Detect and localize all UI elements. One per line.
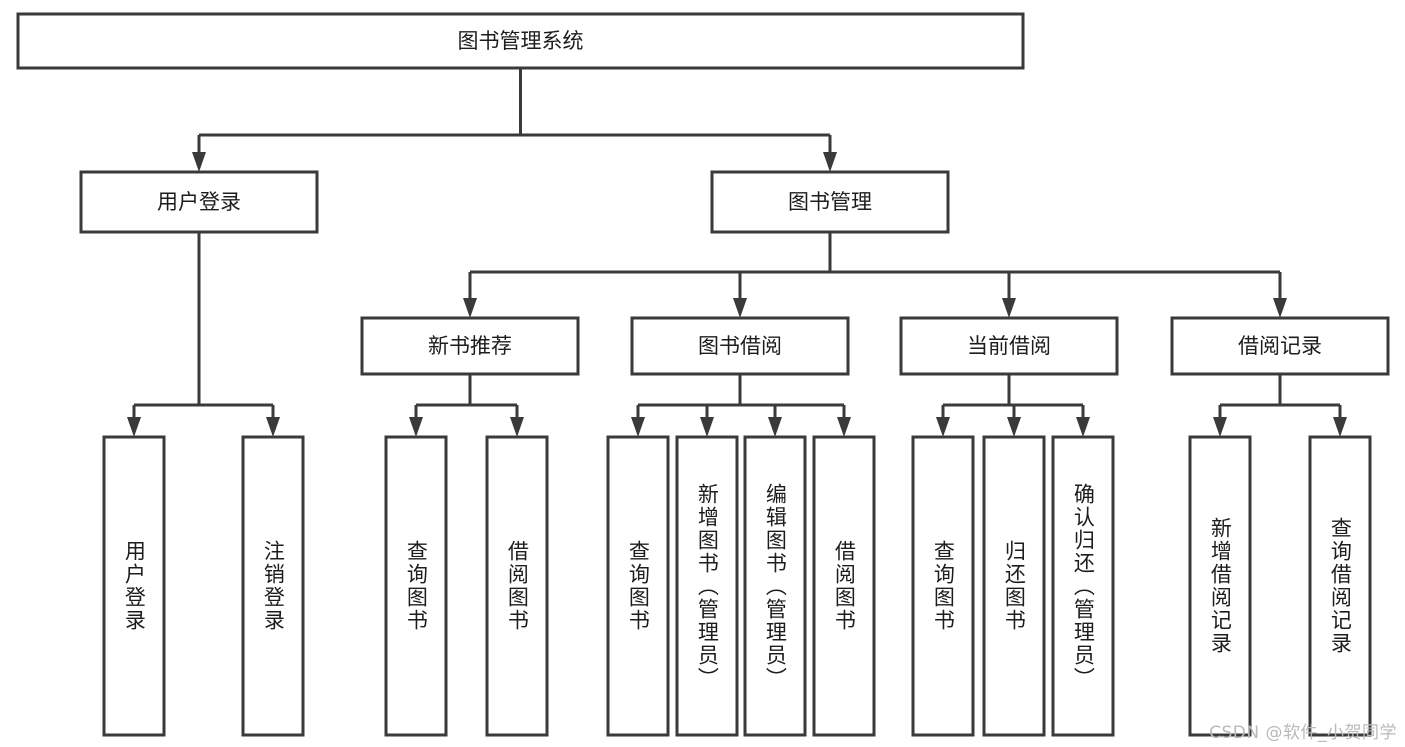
node-确认归还管理员-leaf-box[interactable] <box>1051 435 1115 737</box>
node-新书推荐-l3-label: 新书推荐 <box>428 334 512 358</box>
node-新增借阅记录-leaf-box[interactable] <box>1188 435 1252 737</box>
node-用户登录-l2-label: 用户登录 <box>157 190 241 214</box>
group-3-arrow-1 <box>1007 417 1021 437</box>
group-0-arrow-0 <box>127 417 141 437</box>
connectors-layer <box>127 68 1347 437</box>
bookmgmt-to-level3-arrow-3 <box>1273 298 1287 318</box>
node-新书推荐-l3-box[interactable] <box>360 316 580 376</box>
node-借阅记录-l3-label: 借阅记录 <box>1238 334 1322 358</box>
node-查询图书-leaf-box[interactable] <box>384 435 448 737</box>
group-2-arrow-3 <box>837 417 851 437</box>
node-借阅图书-leaf-box[interactable] <box>812 435 876 737</box>
root-to-level2-arrow-1 <box>823 152 837 172</box>
bookmgmt-to-level3-arrow-1 <box>733 298 747 318</box>
node-归还图书-leaf-box[interactable] <box>982 435 1046 737</box>
watermark-text: CSDN @软件_小贺同学 <box>1209 723 1397 743</box>
group-3-arrow-0 <box>936 417 950 437</box>
node-图书借阅-l3-box[interactable] <box>630 316 850 376</box>
group-1-arrow-0 <box>409 417 423 437</box>
node-图书借阅-l3-label: 图书借阅 <box>698 334 782 358</box>
group-1-arrow-1 <box>510 417 524 437</box>
node-注销登录-leaf-box[interactable] <box>241 435 305 737</box>
node-图书管理-l2-label: 图书管理 <box>788 190 872 214</box>
node-查询图书-leaf-box[interactable] <box>606 435 670 737</box>
node-新增图书管理员-leaf-box[interactable] <box>675 435 739 737</box>
node-用户登录-leaf-box[interactable] <box>102 435 166 737</box>
node-图书管理-l2-box[interactable] <box>710 170 950 234</box>
node-boxes-layer <box>16 12 1390 737</box>
node-借阅记录-l3-box[interactable] <box>1170 316 1390 376</box>
group-4-arrow-1 <box>1333 417 1347 437</box>
node-用户登录-l2-box[interactable] <box>79 170 319 234</box>
group-4-arrow-0 <box>1213 417 1227 437</box>
node-当前借阅-l3-box[interactable] <box>899 316 1119 376</box>
group-3-arrow-2 <box>1076 417 1090 437</box>
bookmgmt-to-level3-arrow-2 <box>1002 298 1016 318</box>
group-2-arrow-2 <box>768 417 782 437</box>
node-图书管理系统-root-box[interactable] <box>16 12 1025 70</box>
group-2-arrow-0 <box>631 417 645 437</box>
node-图书管理系统-root-label: 图书管理系统 <box>458 29 584 53</box>
node-当前借阅-l3-label: 当前借阅 <box>967 334 1051 358</box>
bookmgmt-to-level3-arrow-0 <box>463 298 477 318</box>
group-0-arrow-1 <box>266 417 280 437</box>
group-2-arrow-1 <box>700 417 714 437</box>
node-查询图书-leaf-box[interactable] <box>911 435 975 737</box>
node-编辑图书管理员-leaf-box[interactable] <box>743 435 807 737</box>
node-查询借阅记录-leaf-box[interactable] <box>1308 435 1372 737</box>
node-借阅图书-leaf-box[interactable] <box>485 435 549 737</box>
root-to-level2-arrow-0 <box>192 152 206 172</box>
